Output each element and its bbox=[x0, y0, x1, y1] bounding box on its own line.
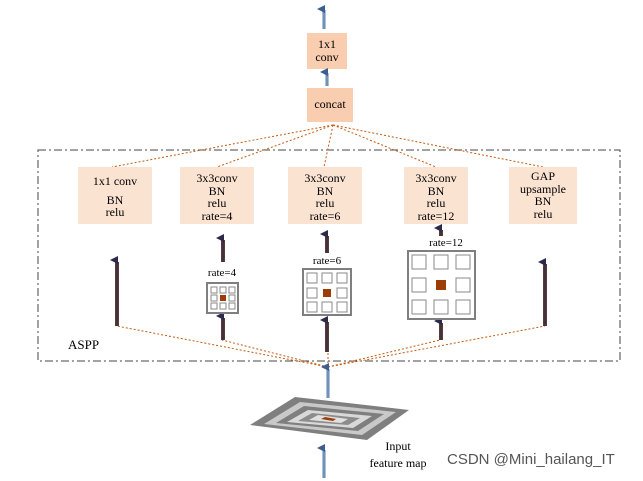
output-conv-line1: 1x1 bbox=[318, 37, 336, 51]
branch-label-4: 3x3conv BN relu rate=12 bbox=[404, 172, 468, 222]
input-label-line2: feature map bbox=[369, 455, 427, 470]
branch-box-5 bbox=[509, 167, 577, 224]
branch-5-line-3: BN bbox=[534, 194, 552, 209]
kernel-rate-4-label: rate=4 bbox=[207, 267, 237, 279]
concat-box bbox=[307, 88, 353, 122]
branch-4-line-3: relu bbox=[426, 196, 446, 211]
output-conv-label: 1x1 conv bbox=[307, 38, 347, 63]
branch-1-line-3: relu bbox=[105, 205, 125, 220]
input-label-line1: Input bbox=[385, 439, 411, 453]
branch-4-line-1: 3x3conv bbox=[415, 171, 457, 185]
output-conv-box bbox=[307, 33, 347, 69]
branch-box-4 bbox=[404, 167, 468, 224]
output-conv-line2: conv bbox=[315, 49, 339, 64]
branch-3-line-2: BN bbox=[316, 183, 334, 198]
branch-box-1 bbox=[78, 167, 152, 224]
branch-arrows bbox=[110, 224, 547, 352]
input-feature-map bbox=[250, 397, 409, 440]
kernel-rate-4 bbox=[206, 282, 239, 314]
aspp-label: ASPP bbox=[68, 337, 100, 352]
branch-5-line-1: GAP bbox=[530, 169, 555, 183]
watermark: CSDN @Mini_hailang_IT bbox=[447, 451, 615, 468]
input-connectors bbox=[116, 325, 546, 368]
branch-box-2 bbox=[180, 167, 254, 224]
branch-2-line-2: BN bbox=[208, 183, 226, 198]
branch-3-line-4: rate=6 bbox=[309, 208, 341, 223]
branch-1-line-2: BN bbox=[106, 192, 124, 207]
branch-5-line-4: relu bbox=[533, 206, 553, 221]
concat-connectors bbox=[111, 124, 544, 168]
branch-label-2: 3x3conv BN relu rate=4 bbox=[180, 172, 254, 222]
branch-label-1: 1x1 conv BN relu bbox=[78, 175, 152, 219]
branch-label-5: GAP upsample BN relu bbox=[509, 170, 577, 220]
branch-4-line-4: rate=12 bbox=[417, 208, 455, 223]
branch-3-line-3: relu bbox=[315, 196, 335, 211]
aspp-frame bbox=[37, 149, 621, 362]
branch-3-line-1: 3x3conv bbox=[304, 171, 346, 185]
branch-1-line-1: 1x1 conv bbox=[92, 174, 138, 188]
kernel-rate-12-label: rate=12 bbox=[429, 237, 463, 249]
kernel-rate-12 bbox=[407, 250, 476, 320]
branch-4-line-2: BN bbox=[427, 183, 445, 198]
branch-2-line-4: rate=4 bbox=[201, 208, 233, 223]
branch-label-3: 3x3conv BN relu rate=6 bbox=[288, 172, 362, 222]
concat-label: concat bbox=[314, 97, 346, 111]
kernel-rate-6-label: rate=6 bbox=[312, 255, 342, 267]
branch-box-3 bbox=[288, 167, 362, 224]
input-label: Input feature map bbox=[358, 440, 438, 469]
kernel-rate-6 bbox=[302, 268, 352, 316]
branch-5-line-2: upsample bbox=[520, 181, 566, 196]
branch-2-line-1: 3x3conv bbox=[196, 171, 238, 185]
branch-2-line-3: relu bbox=[207, 196, 227, 211]
